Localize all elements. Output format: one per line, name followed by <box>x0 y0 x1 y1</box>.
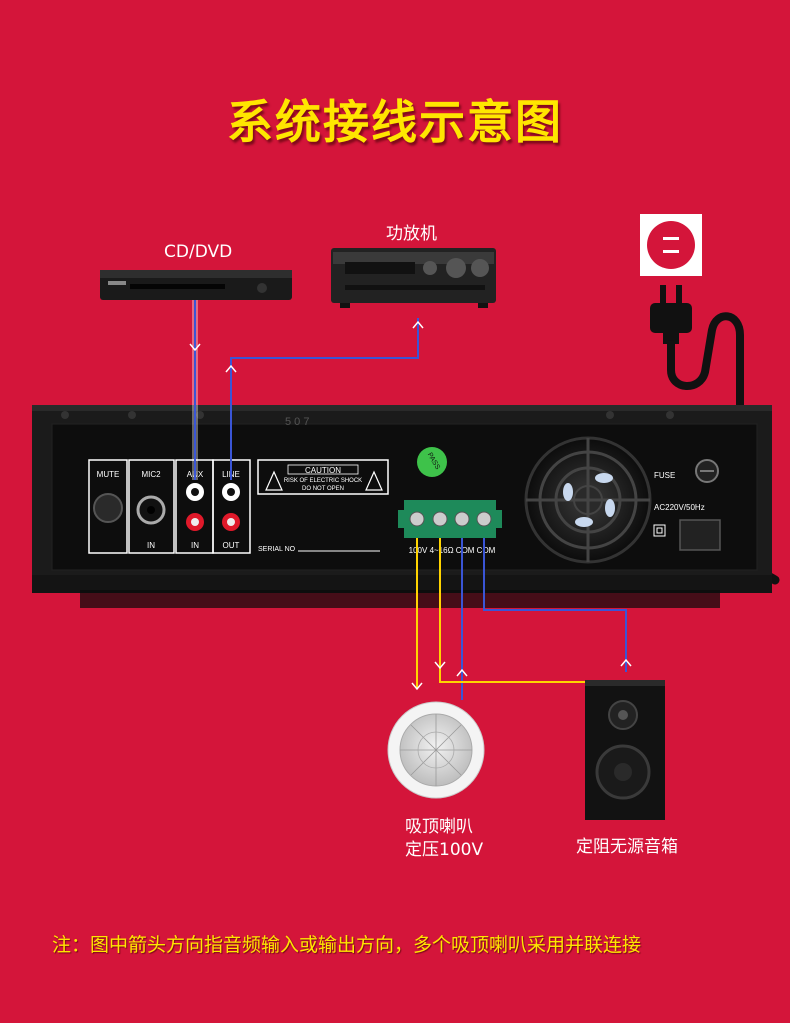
aux-in-label: IN <box>191 541 199 550</box>
caution-line1: RISK OF ELECTRIC SHOCK <box>284 478 362 484</box>
passive-speaker <box>585 680 665 820</box>
pass-sticker: PASS <box>417 447 447 477</box>
amplifier-device <box>331 248 496 308</box>
mute-label: MUTE <box>97 470 120 479</box>
ceiling-speaker <box>387 701 485 799</box>
caution-label: CAUTION RISK OF ELECTRIC SHOCK DO NOT OP… <box>257 459 389 495</box>
footnote: 注：图中箭头方向指音频输入或输出方向，多个吸顶喇叭采用并联连接 <box>52 934 642 956</box>
cd-dvd-player <box>100 270 292 300</box>
yellow-wires <box>416 538 585 688</box>
line-rca-jacks[interactable] <box>222 483 240 531</box>
serial-label: SERIAL NO <box>258 546 296 553</box>
blue-wires <box>194 300 627 700</box>
cd-dvd-label: CD/DVD <box>164 242 233 262</box>
page-title: 系统接线示意图 <box>227 95 563 149</box>
wall-socket <box>640 214 702 276</box>
mic2-label: MIC2 <box>141 470 161 479</box>
passive-speaker-label: 定阻无源音箱 <box>576 837 678 857</box>
direction-arrows <box>189 320 632 691</box>
cooling-fan <box>524 436 652 564</box>
fuse-label: FUSE <box>654 471 675 480</box>
mic2-in-label: IN <box>147 541 155 550</box>
aux-rca-jacks[interactable] <box>186 483 204 531</box>
line-out-label: OUT <box>223 541 240 550</box>
brand-logo <box>108 281 126 285</box>
terminal-block[interactable] <box>398 500 502 538</box>
power-label: AC220V/50Hz <box>654 503 705 512</box>
serial-marks: 5 0 7 <box>285 416 309 428</box>
amplifier-label: 功放机 <box>386 224 437 244</box>
caution-line2: DO NOT OPEN <box>302 486 344 492</box>
terminal-label: 100V 4~16Ω COM COM <box>409 546 496 555</box>
ceiling-speaker-label-1: 吸顶喇叭 <box>405 817 473 837</box>
ceiling-speaker-label-2: 定压100V <box>405 840 484 860</box>
power-inlet[interactable] <box>679 519 721 551</box>
caution-title: CAUTION <box>305 466 341 475</box>
mute-button[interactable] <box>93 493 123 523</box>
